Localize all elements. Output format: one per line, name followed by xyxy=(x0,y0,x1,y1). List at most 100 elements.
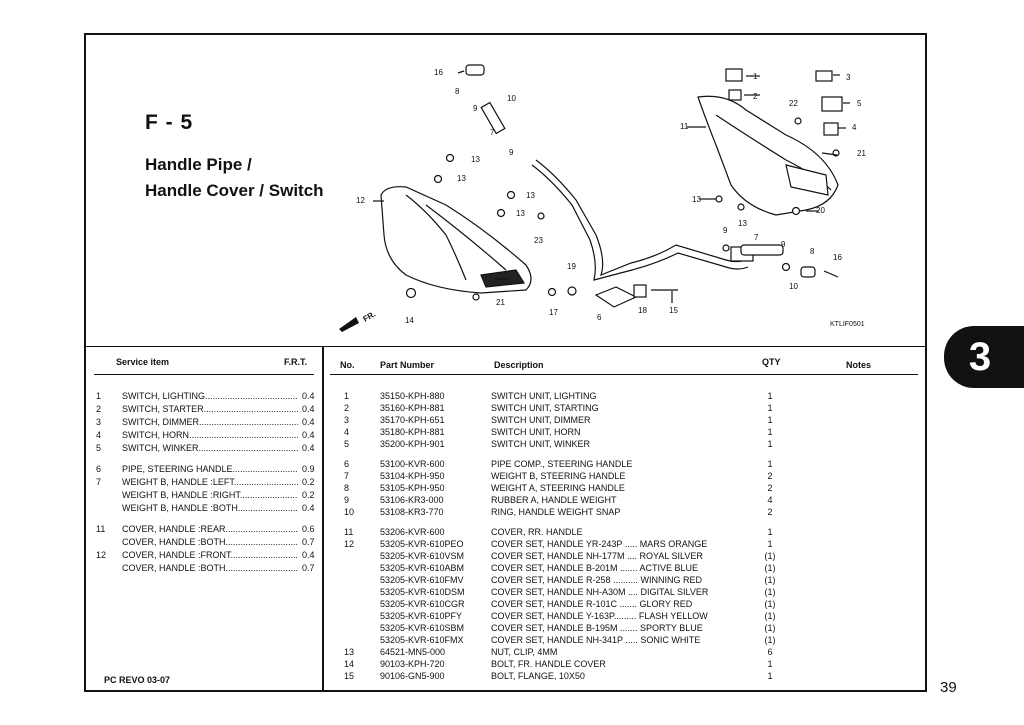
no-header: No. xyxy=(340,360,355,370)
callout-number: 8 xyxy=(810,247,815,256)
part-description: PIPE COMP., STEERING HANDLE xyxy=(491,459,633,469)
exploded-parts-diagram: 1681097913131213132319176181521141322251… xyxy=(339,64,866,332)
service-item-frt: 0.4 xyxy=(302,430,315,440)
part-qty: (1) xyxy=(764,623,776,633)
service-item-no: 2 xyxy=(96,404,102,414)
part-description: RING, HANDLE WEIGHT SNAP xyxy=(491,507,621,517)
service-item-frt: 0.7 xyxy=(302,537,315,547)
part-no: 5 xyxy=(344,439,350,449)
callout-number: 13 xyxy=(471,155,480,164)
front-direction-label: FR. xyxy=(362,309,378,323)
part-qty: (1) xyxy=(764,575,776,585)
part-qty: 1 xyxy=(767,427,773,437)
part-number: 35170-KPH-651 xyxy=(380,415,445,425)
part-qty: 1 xyxy=(767,391,773,401)
part-description: NUT, CLIP, 4MM xyxy=(491,647,558,657)
part-qty: 4 xyxy=(767,495,773,505)
part-qty: (1) xyxy=(764,563,776,573)
part-no: 11 xyxy=(344,527,354,537)
callout-number: 10 xyxy=(789,282,798,291)
qty-header: QTY xyxy=(762,357,781,367)
service-item-no: 3 xyxy=(96,417,102,427)
callout-number: 17 xyxy=(549,308,558,317)
service-item-name: SWITCH, DIMMER xyxy=(122,416,298,428)
service-item-frt: 0.7 xyxy=(302,563,315,573)
column-divider xyxy=(322,347,324,690)
part-description: WEIGHT A, STEERING HANDLE xyxy=(491,483,625,493)
callout-number: 13 xyxy=(526,191,535,200)
notes-header: Notes xyxy=(846,360,872,370)
callout-number: 9 xyxy=(723,226,728,235)
part-description: SWITCH UNIT, STARTING xyxy=(491,403,599,413)
service-item-frt: 0.4 xyxy=(302,417,315,427)
service-item-name: WEIGHT B, HANDLE :RIGHT xyxy=(122,489,298,501)
part-description: COVER SET, HANDLE Y-163P......... FLASH … xyxy=(491,611,708,621)
service-item-name: WEIGHT B, HANDLE :BOTH xyxy=(122,502,298,514)
page-number: 39 xyxy=(940,679,957,696)
service-item-frt: 0.4 xyxy=(302,503,315,513)
page-title-line1: Handle Pipe / xyxy=(145,155,252,174)
part-number-header: Part Number xyxy=(380,360,435,370)
callout-number: 7 xyxy=(754,233,759,242)
part-qty: 1 xyxy=(767,539,773,549)
part-description: WEIGHT B, STEERING HANDLE xyxy=(491,471,626,481)
part-number: 53104-KPH-950 xyxy=(380,471,445,481)
service-item-name: COVER, HANDLE :FRONT xyxy=(122,549,298,561)
part-number: 35200-KPH-901 xyxy=(380,439,445,449)
part-description: COVER SET, HANDLE R-101C ....... GLORY R… xyxy=(491,599,693,609)
part-qty: (1) xyxy=(764,611,776,621)
service-item-name: COVER, HANDLE :BOTH xyxy=(122,536,298,548)
part-qty: 1 xyxy=(767,415,773,425)
service-item-name: SWITCH, STARTER xyxy=(122,403,298,415)
callout-number: 16 xyxy=(434,68,443,77)
part-number: 53205-KVR-610PFY xyxy=(380,611,463,621)
header-rule-left xyxy=(94,374,314,375)
part-number: 35160-KPH-881 xyxy=(380,403,445,413)
part-row: 53205-KVR-610CGR COVER SET, HANDLE R-101C… xyxy=(86,598,925,610)
callout-number: 4 xyxy=(852,123,857,132)
part-description: COVER SET, HANDLE B-201M ....... ACTIVE … xyxy=(491,563,699,573)
description-header: Description xyxy=(494,360,544,370)
part-no: 9 xyxy=(344,495,350,505)
part-description: COVER SET, HANDLE YR-243P ..... MARS ORA… xyxy=(491,539,708,549)
part-qty: 2 xyxy=(767,471,773,481)
part-qty: (1) xyxy=(764,635,776,645)
part-qty: (1) xyxy=(764,587,776,597)
part-qty: 1 xyxy=(767,659,773,669)
callout-number: 3 xyxy=(846,73,851,82)
part-number: 53205-KVR-610FMV xyxy=(380,575,464,585)
service-item-no: 7 xyxy=(96,477,102,487)
service-item-frt: 0.2 xyxy=(302,477,315,487)
service-item-frt: 0.4 xyxy=(302,391,315,401)
part-number: 53205-KVR-610FMX xyxy=(380,635,464,645)
part-number: 53205-KVR-610CGR xyxy=(380,599,465,609)
callout-number: 7 xyxy=(490,128,495,137)
part-qty: 2 xyxy=(767,507,773,517)
service-item-header: Service item xyxy=(116,357,170,367)
service-item-frt: 0.4 xyxy=(302,443,315,453)
callout-number: 15 xyxy=(669,306,678,315)
part-number: 90103-KPH-720 xyxy=(380,659,445,669)
callout-number: 11 xyxy=(680,122,689,131)
figure-code: F - 5 xyxy=(145,111,194,134)
part-no: 4 xyxy=(344,427,350,437)
callout-number: 13 xyxy=(516,209,525,218)
part-description: COVER SET, HANDLE B-195M ....... SPORTY … xyxy=(491,623,703,633)
part-qty: 6 xyxy=(767,647,773,657)
part-number: 53205-KVR-610PEO xyxy=(380,539,464,549)
